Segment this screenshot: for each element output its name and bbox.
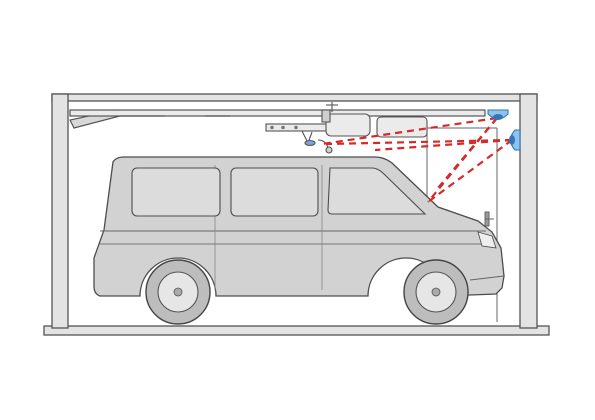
sensor-beam — [321, 116, 498, 146]
right-wall — [519, 93, 538, 329]
van-windshield — [327, 167, 427, 215]
wall-sensor-lens — [509, 135, 515, 145]
van — [93, 156, 505, 325]
ceiling-sensor-lens — [493, 114, 503, 120]
sensor-beam — [437, 117, 498, 189]
release-handle — [304, 139, 316, 147]
opener-motor — [325, 113, 371, 137]
floor-slab — [43, 325, 550, 336]
light-unit — [376, 116, 428, 138]
garage-structure — [43, 93, 550, 336]
top-beam — [51, 93, 538, 102]
van-headlight — [477, 231, 497, 249]
left-wall — [51, 93, 69, 329]
ceiling-rail — [69, 109, 486, 129]
sensor-beams — [321, 116, 513, 203]
sensor-beam — [427, 139, 513, 203]
drive-mechanism — [265, 102, 428, 154]
van-window-1 — [131, 167, 221, 217]
motor-mount — [321, 109, 331, 123]
van-window-2 — [230, 167, 319, 217]
sensor-beam — [374, 138, 513, 152]
van-bumper — [469, 275, 505, 281]
ceiling-sensor — [487, 109, 509, 120]
wall-sensor — [509, 129, 521, 151]
rail-bar — [69, 109, 486, 117]
